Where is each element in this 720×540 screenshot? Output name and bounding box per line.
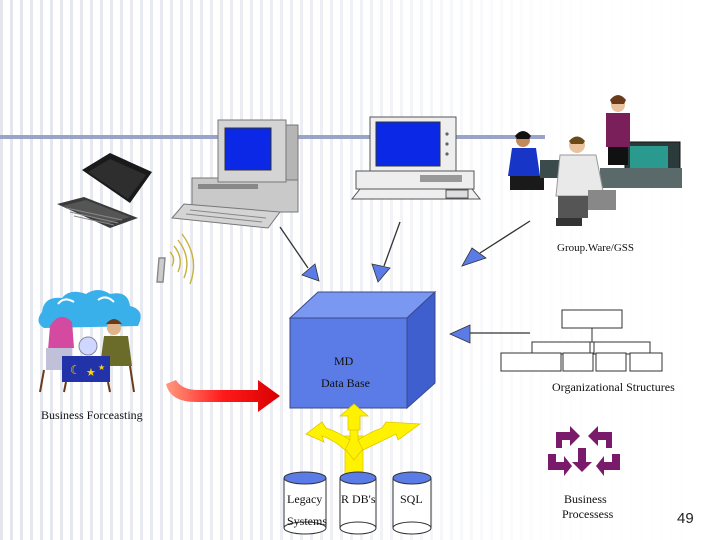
business-forecasting-label: Business Forceasting bbox=[41, 408, 143, 422]
cylinder-rdb-label: R DB's bbox=[341, 488, 376, 510]
groupware-label: Group.Ware/GSS bbox=[557, 242, 635, 254]
cylinder-rdb bbox=[339, 471, 377, 535]
cylinder-rdb-line1: R DB's bbox=[341, 492, 376, 506]
cylinder-sql-line1: SQL bbox=[400, 492, 423, 506]
yellow-branch-arrow bbox=[305, 403, 422, 475]
forecasting-arrow bbox=[166, 380, 280, 412]
wireless-signal-icon bbox=[156, 233, 195, 285]
laptop-icon bbox=[57, 153, 152, 228]
md-label-line2: Data Base bbox=[321, 376, 370, 390]
cylinder-sql bbox=[392, 471, 432, 535]
people-at-computers-icon bbox=[508, 95, 682, 226]
cylinder-legacy-line2: Systems bbox=[287, 514, 328, 528]
md-label-line1: MD bbox=[334, 354, 354, 368]
page-number: 49 bbox=[677, 510, 694, 527]
business-processes-label-line2: Processess bbox=[562, 507, 614, 521]
process-arrows-icon bbox=[548, 426, 620, 476]
cylinder-sql-label: SQL bbox=[400, 488, 423, 510]
org-chart-icon bbox=[500, 309, 663, 372]
arrow-org-to-db bbox=[449, 324, 530, 344]
fortune-teller-icon: ☾ ★ ★ bbox=[38, 290, 141, 393]
workstation-icon bbox=[350, 116, 482, 200]
desktop-computer-icon bbox=[170, 119, 299, 229]
cylinder-legacy-label: Legacy Systems bbox=[287, 488, 327, 532]
arrow-groupware-to-db bbox=[461, 220, 531, 267]
cylinder-legacy bbox=[283, 471, 327, 535]
svg-text:★: ★ bbox=[86, 366, 96, 379]
svg-text:☾: ☾ bbox=[70, 363, 81, 377]
arrow-workstation-to-db bbox=[371, 221, 401, 283]
org-structures-label: Organizational Structures bbox=[552, 380, 675, 394]
business-processes-label-line1: Business bbox=[564, 492, 607, 506]
md-database-cube bbox=[288, 290, 437, 410]
svg-text:★: ★ bbox=[98, 363, 105, 372]
arrow-desktop-to-db bbox=[279, 226, 320, 282]
cylinder-legacy-line1: Legacy bbox=[287, 492, 323, 506]
